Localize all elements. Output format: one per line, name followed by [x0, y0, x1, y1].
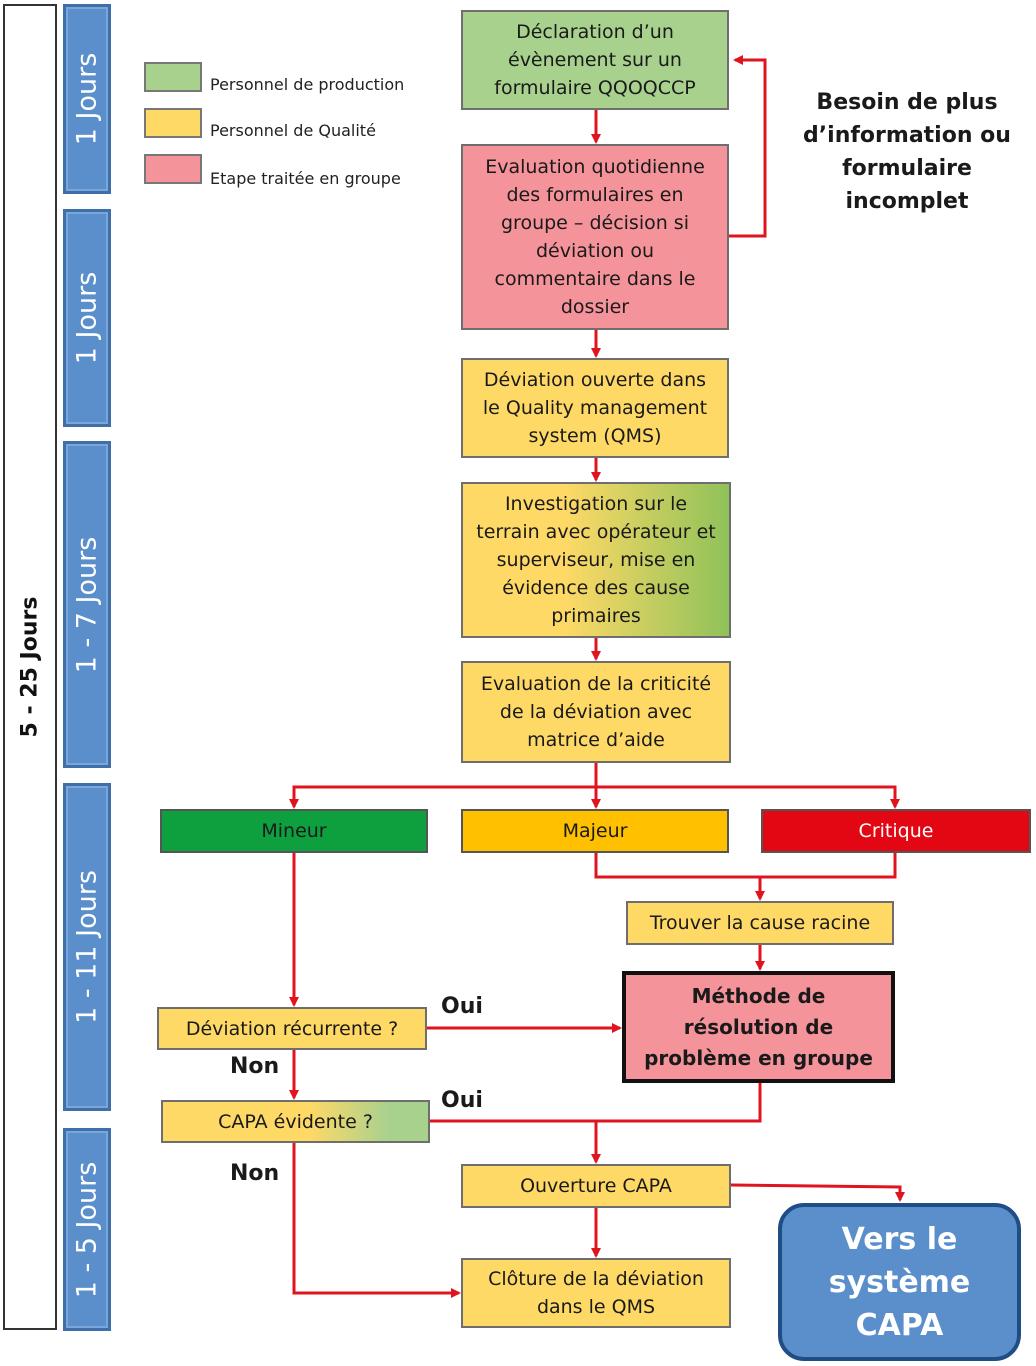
edge-label-non-capa: Non	[230, 1161, 280, 1186]
legend-swatch-production	[144, 62, 202, 92]
legend-label-group: Etape traitée en groupe	[210, 169, 401, 188]
category-critique: Critique	[761, 809, 1031, 853]
step-capa-open: Ouverture CAPA	[461, 1164, 731, 1208]
arrow-feedback-loop	[728, 55, 767, 238]
timeline-segment-1: 1 Jours	[63, 4, 111, 194]
timeline-segment-3: 1 - 7 Jours	[63, 441, 111, 768]
step-method-group: Méthode de résolution de problème en gro…	[622, 971, 895, 1083]
step-evaluation-daily: Evaluation quotidienne des formulaires e…	[461, 144, 729, 330]
legend-label-production: Personnel de production	[210, 75, 405, 94]
step-declaration: Déclaration d’un évènement sur un formul…	[461, 10, 729, 110]
step-deviation-recurrent: Déviation récurrente ?	[157, 1007, 427, 1050]
feedback-note: Besoin de plus d’information ou formulai…	[803, 90, 1011, 214]
step-criticity: Evaluation de la criticité de la déviati…	[461, 661, 731, 763]
category-majeur: Majeur	[461, 809, 729, 853]
category-majeur-label: Majeur	[562, 820, 628, 842]
edge-label-oui-recurrent: Oui	[441, 994, 483, 1019]
arrow-capaevident-closure	[292, 1143, 461, 1298]
timeline-segment-4: 1 - 11 Jours	[63, 783, 111, 1111]
arrow-capaopen-system	[730, 1183, 905, 1202]
capa-system-box: Vers le système CAPA	[778, 1203, 1021, 1361]
timeline-segment-5: 1 - 5 Jours	[63, 1128, 111, 1331]
edge-label-non-recurrent: Non	[230, 1054, 280, 1079]
timeline-segment-2: 1 Jours	[63, 209, 111, 427]
timeline-total: 5 - 25 Jours	[3, 4, 57, 1330]
arrow-branch-mineur	[289, 785, 596, 809]
legend-swatch-quality	[144, 108, 202, 138]
category-mineur: Mineur	[160, 809, 428, 853]
step-closure: Clôture de la déviation dans le QMS	[461, 1258, 731, 1328]
step-capa-evident: CAPA évidente ?	[161, 1100, 430, 1143]
step-root-cause: Trouver la cause racine	[626, 901, 894, 945]
legend-swatch-group	[144, 154, 202, 184]
category-critique-label: Critique	[858, 820, 934, 842]
category-mineur-label: Mineur	[261, 820, 327, 842]
arrow-majeur-rootcause	[594, 853, 897, 879]
edge-label-oui-capa: Oui	[441, 1088, 483, 1113]
step-deviation-open: Déviation ouverte dans le Quality manage…	[461, 358, 729, 458]
arrow-method-capaopen	[596, 1083, 762, 1123]
legend-label-quality: Personnel de Qualité	[210, 121, 376, 140]
step-investigation: Investigation sur le terrain avec opérat…	[461, 482, 731, 638]
arrow-branch-critique	[596, 785, 900, 809]
